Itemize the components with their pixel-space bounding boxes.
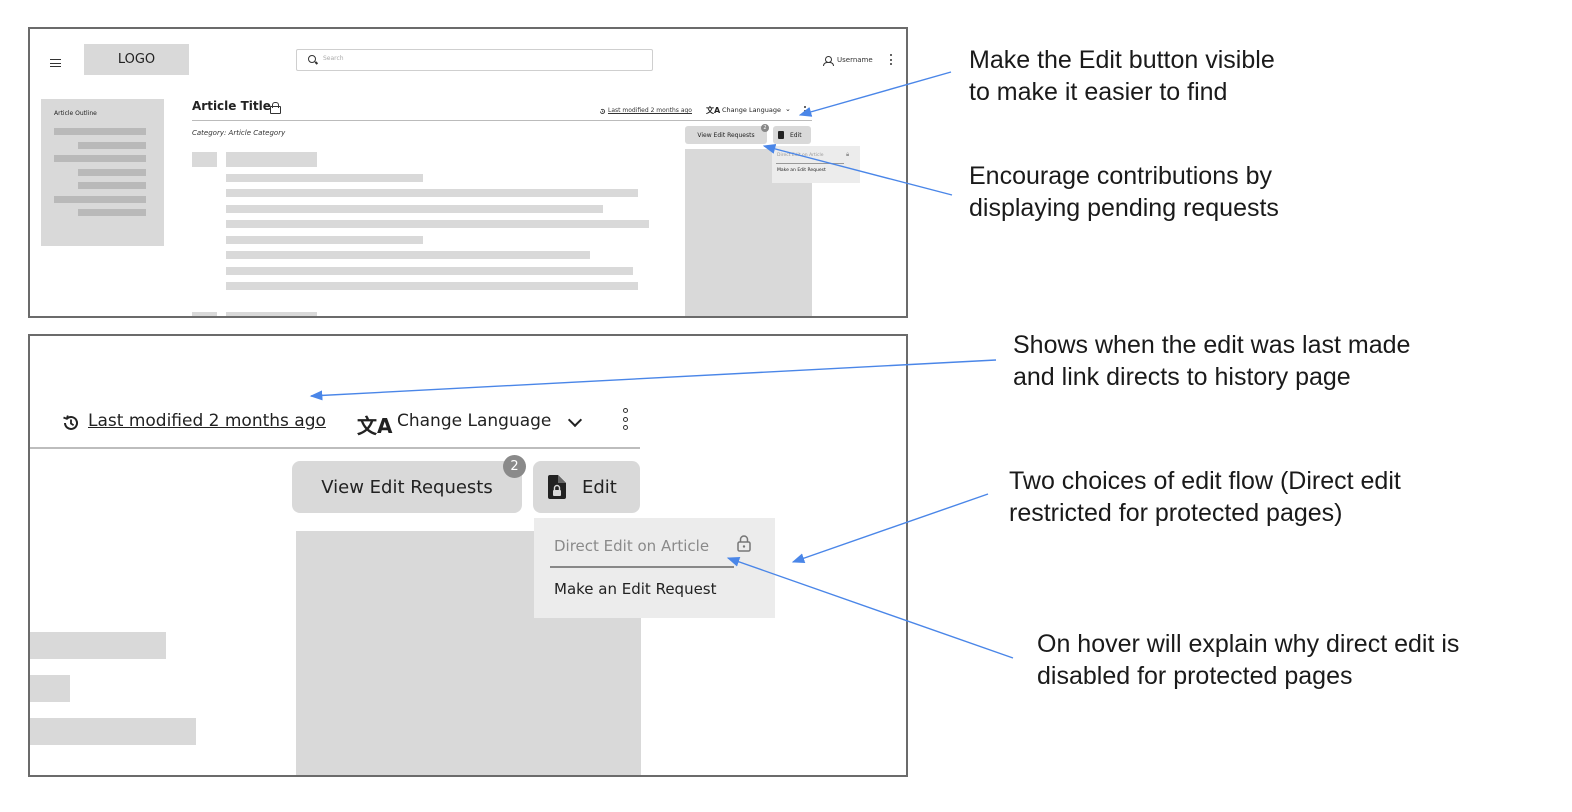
text-line (226, 267, 633, 275)
annotation-edit-flow: Two choices of edit flow (Direct edit re… (1009, 465, 1401, 529)
annotation-line: On hover will explain why direct edit is (1037, 630, 1460, 658)
edit-button[interactable]: Edit (773, 126, 811, 144)
outline-line (54, 128, 146, 135)
outline-title: Article Outline (54, 110, 97, 117)
section-heading-placeholder (226, 312, 317, 316)
section-heading-placeholder (226, 152, 317, 167)
edit-button[interactable]: Edit (533, 461, 640, 513)
outline-line (78, 169, 146, 176)
article-category: Category: Article Category (192, 129, 286, 137)
annotation-line: and link directs to history page (1013, 363, 1351, 391)
outline-line (78, 209, 146, 216)
annotation-line: Make the Edit button visible (969, 46, 1275, 74)
last-modified-link[interactable]: Last modified 2 months ago (88, 411, 326, 431)
change-language-button[interactable]: Change Language (722, 106, 782, 114)
search-placeholder: Search (323, 55, 344, 62)
make-edit-request-option[interactable]: Make an Edit Request (554, 580, 717, 598)
section-number-placeholder (192, 152, 217, 167)
edit-label: Edit (790, 131, 802, 139)
title-divider (192, 120, 812, 121)
text-line (226, 236, 423, 244)
annotation-line: restricted for protected pages) (1009, 499, 1343, 527)
chevron-down-icon: ⌄ (785, 105, 791, 113)
view-edit-requests-button[interactable]: View Edit Requests (292, 461, 522, 513)
annotation-line: to make it easier to find (969, 78, 1228, 106)
annotation-hover: On hover will explain why direct edit is… (1037, 628, 1459, 692)
header-more-icon[interactable] (890, 54, 893, 67)
section-number-placeholder (192, 312, 217, 316)
search-input[interactable]: Search (296, 49, 653, 71)
lock-icon (737, 535, 751, 552)
outline-line (78, 182, 146, 189)
make-edit-request-option[interactable]: Make an Edit Request (777, 168, 826, 173)
text-line (226, 189, 638, 197)
text-line (30, 718, 196, 745)
annotation-line: Two choices of edit flow (Direct edit (1009, 467, 1401, 495)
pending-requests-badge: 2 (761, 124, 769, 132)
last-modified-link[interactable]: Last modified 2 months ago (608, 107, 692, 114)
lock-icon (270, 102, 281, 114)
arrow-edit-flow (791, 493, 989, 564)
outline-line (54, 196, 146, 203)
wireframe-zoom: Last modified 2 months ago 文A Change Lan… (28, 334, 908, 777)
text-line (30, 632, 166, 659)
username-link[interactable]: Username (837, 56, 873, 64)
annotation-edit-button: Make the Edit button visible to make it … (969, 44, 1275, 108)
logo[interactable]: LOGO (84, 44, 189, 75)
text-line (30, 675, 70, 702)
search-icon (308, 55, 316, 63)
annotation-pending-requests: Encourage contributions by displaying pe… (969, 160, 1279, 224)
edit-file-icon (778, 131, 784, 139)
change-language-button[interactable]: Change Language (397, 411, 552, 431)
annotation-line: Shows when the edit was last made (1013, 331, 1411, 359)
article-outline-panel: Article Outline (41, 99, 164, 246)
lock-icon: 🔒︎ (846, 151, 850, 158)
annotation-last-modified: Shows when the edit was last made and li… (1013, 329, 1410, 393)
edit-label: Edit (582, 476, 617, 498)
arrow-last-modified (309, 359, 997, 401)
menu-divider (776, 163, 844, 164)
text-line (226, 282, 638, 290)
text-line (226, 174, 423, 182)
arrow-hover (726, 556, 1014, 659)
edit-file-icon (548, 475, 566, 499)
wireframe-overview: LOGO Search Username Article Outline Art… (28, 27, 908, 318)
menu-divider (550, 566, 734, 568)
history-icon (63, 415, 78, 430)
direct-edit-option[interactable]: Direct Edit on Article (554, 537, 710, 555)
annotation-line: Encourage contributions by (969, 162, 1272, 190)
pending-requests-badge: 2 (503, 455, 526, 478)
history-icon (599, 108, 605, 114)
outline-line (54, 155, 146, 162)
annotation-line: disabled for protected pages (1037, 662, 1353, 690)
translate-icon: 文A (706, 106, 721, 115)
text-line (226, 220, 649, 228)
hamburger-menu-icon[interactable] (50, 59, 61, 67)
user-icon[interactable] (823, 56, 834, 66)
text-line (226, 251, 590, 259)
article-more-icon[interactable] (623, 408, 628, 434)
outline-line (78, 142, 146, 149)
translate-icon: 文A (357, 414, 393, 438)
edit-dropdown-menu: Direct Edit on Article Make an Edit Requ… (534, 518, 775, 618)
view-edit-requests-button[interactable]: View Edit Requests (685, 126, 767, 144)
arrow-edit-button (798, 71, 952, 117)
annotation-line: displaying pending requests (969, 194, 1279, 222)
text-line (226, 205, 603, 213)
article-title: Article Title (192, 99, 271, 113)
arrow-pending-requests (762, 143, 953, 196)
title-divider (30, 447, 640, 449)
